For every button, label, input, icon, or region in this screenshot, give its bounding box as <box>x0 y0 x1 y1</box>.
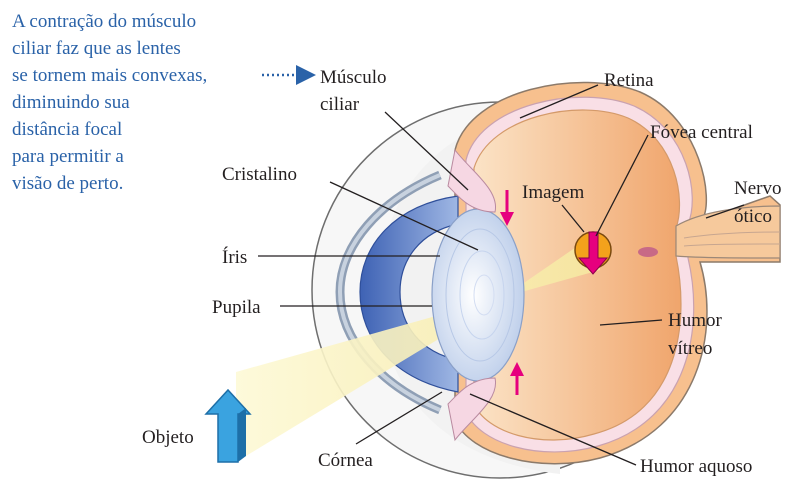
caption-line-5: distância focal <box>12 119 122 140</box>
label-otico: ótico <box>734 206 772 227</box>
leader-musculo-ciliar <box>384 111 469 191</box>
label-iris: Íris <box>222 246 247 268</box>
label-vitreo: vítreo <box>668 338 712 359</box>
caption-line-1: A contração do músculo <box>12 11 196 32</box>
leader-imagem <box>561 204 585 233</box>
leader-cornea <box>355 391 443 445</box>
label-cristalino: Cristalino <box>222 164 297 185</box>
caption-line-4: diminuindo sua <box>12 92 130 113</box>
caption-line-6: para permitir a <box>12 146 124 167</box>
leader-humor-vitreo <box>599 319 663 326</box>
leader-nervo <box>705 204 745 219</box>
object-arrow <box>204 388 252 463</box>
labels: Músculo ciliar Retina Fóvea central Cris… <box>142 67 781 477</box>
optic-disc-vessel <box>638 247 658 257</box>
light-beam <box>236 232 600 462</box>
inverted-image-arrow <box>577 231 609 275</box>
label-pupila: Pupila <box>212 297 261 318</box>
label-cornea: Córnea <box>318 450 373 471</box>
label-objeto: Objeto <box>142 427 194 448</box>
leader-humor-aquoso <box>469 393 637 466</box>
label-retina: Retina <box>604 70 654 91</box>
label-humor-aquoso: Humor aquoso <box>640 456 752 477</box>
label-fovea-central: Fóvea central <box>650 122 753 143</box>
caption-line-3: se tornem mais convexas, <box>12 65 207 86</box>
caption-line-2: ciliar faz que as lentes <box>12 38 181 59</box>
caption-line-7: visão de perto. <box>12 173 123 194</box>
label-humor: Humor <box>668 310 723 331</box>
leader-cristalino <box>329 181 479 251</box>
leader-retina <box>519 84 599 119</box>
ciliary-muscle-bottom <box>447 377 496 442</box>
label-nervo: Nervo <box>734 178 781 199</box>
leader-lines <box>258 84 745 466</box>
ciliary-muscle-top <box>447 148 496 213</box>
caption-block: A contração do músculo ciliar faz que as… <box>12 11 316 194</box>
label-musculo: Músculo <box>320 67 387 88</box>
leader-fovea <box>595 134 649 237</box>
label-ciliar: ciliar <box>320 94 360 115</box>
label-imagem: Imagem <box>522 182 584 203</box>
